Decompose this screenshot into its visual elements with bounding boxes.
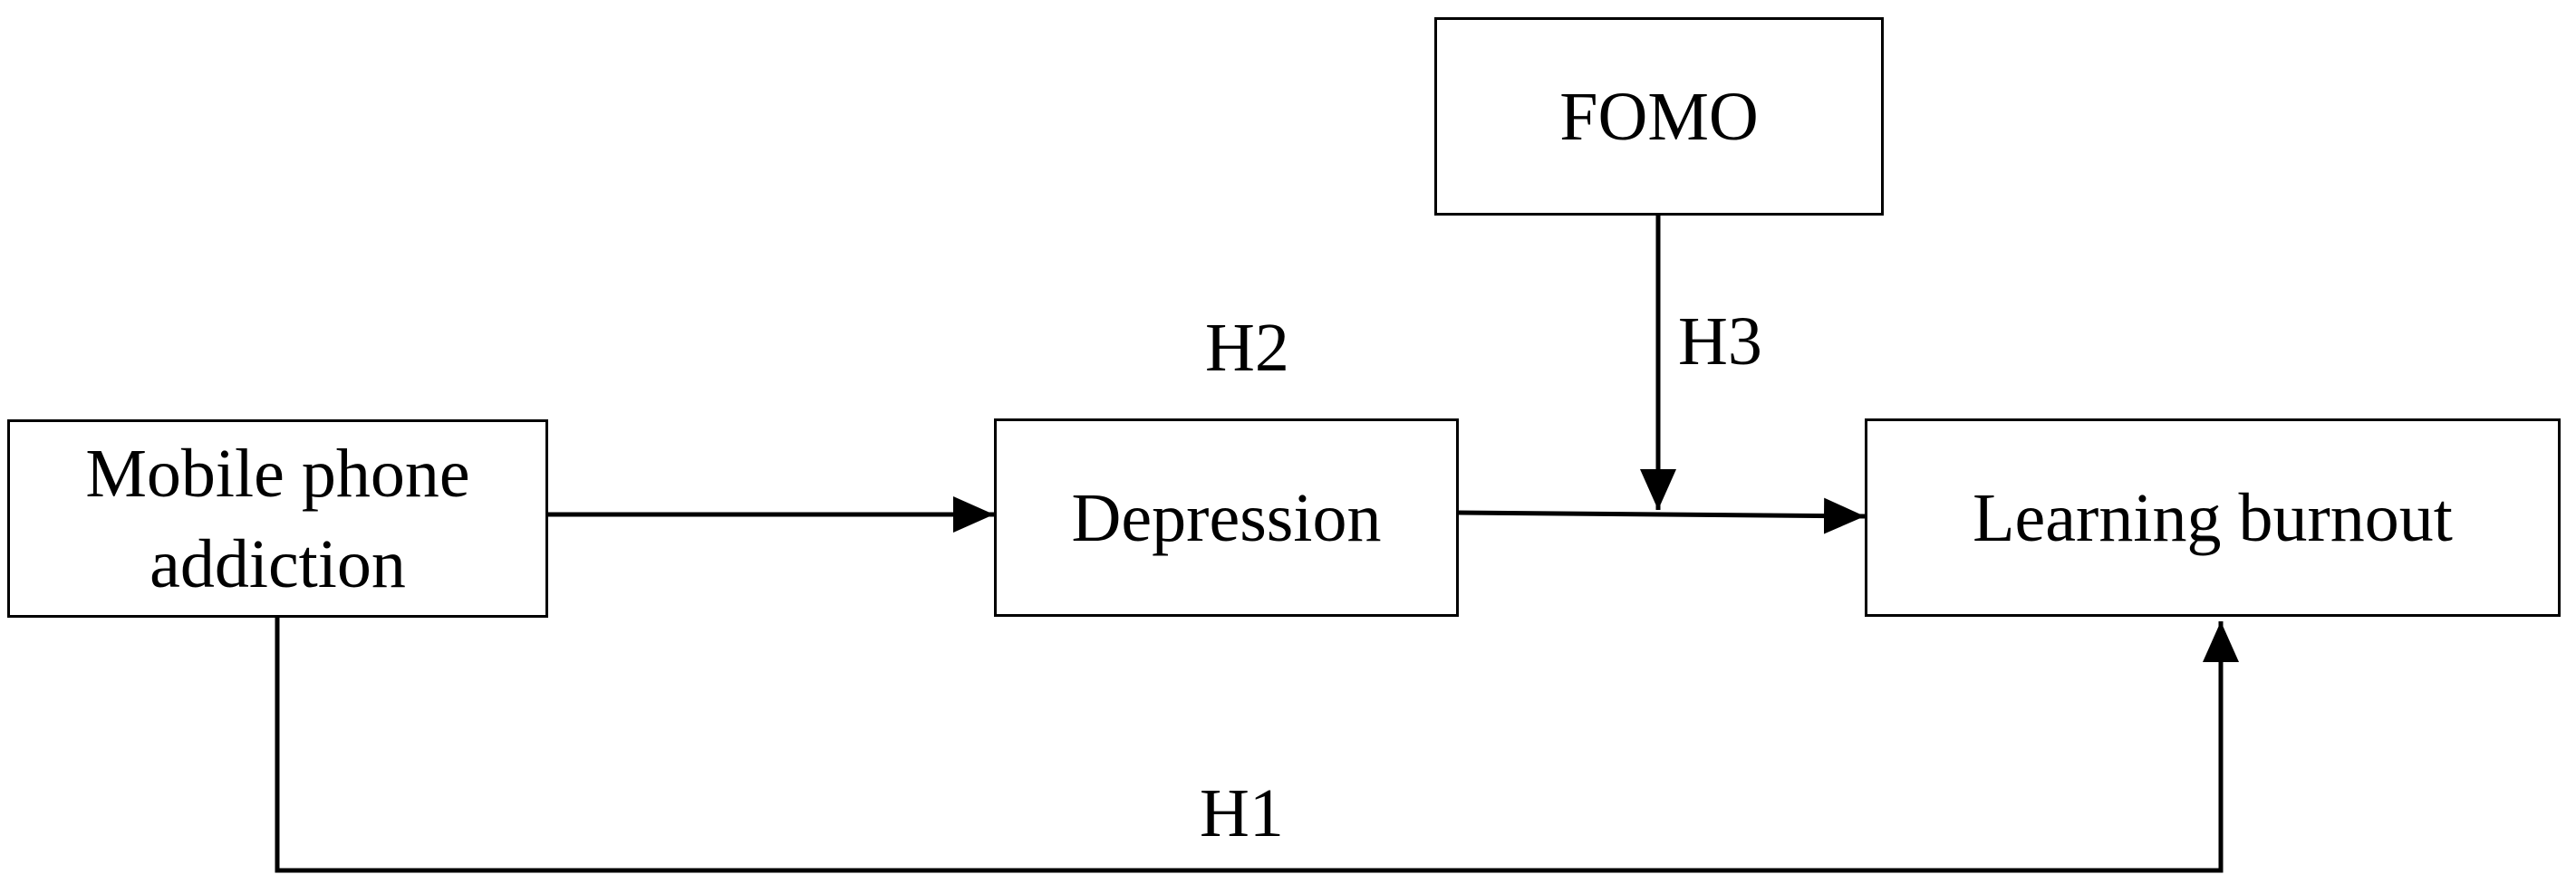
node-learning-burnout-label: Learning burnout — [1973, 479, 2453, 556]
node-fomo-label: FOMO — [1559, 78, 1759, 155]
arrow-addiction-to-burnout — [275, 617, 2239, 873]
path-label-h2: H2 — [1205, 310, 1289, 386]
node-depression: Depression — [994, 418, 1459, 617]
node-depression-label: Depression — [1071, 479, 1382, 556]
path-label-h1: H1 — [1200, 775, 1284, 851]
node-fomo: FOMO — [1434, 17, 1884, 216]
arrow-depression-to-burnout — [1458, 497, 1866, 534]
node-learning-burnout: Learning burnout — [1865, 418, 2561, 617]
node-mobile-phone-addiction-label: Mobile phone addiction — [85, 435, 470, 602]
path-label-h3: H3 — [1678, 303, 1762, 380]
node-mobile-phone-addiction: Mobile phone addiction — [7, 419, 548, 618]
